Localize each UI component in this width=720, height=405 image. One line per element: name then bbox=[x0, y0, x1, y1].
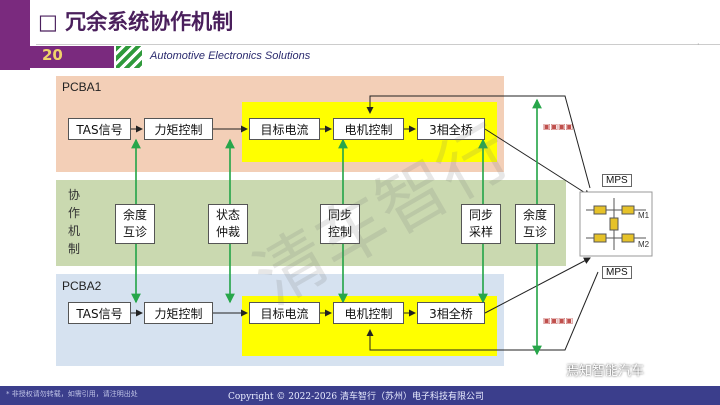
mps-sensor-bottom: MPS bbox=[602, 266, 632, 279]
pcba1-torque-control: 力矩控制 bbox=[144, 118, 213, 140]
pcba1-target-current: 目标电流 bbox=[249, 118, 320, 140]
stripes-logo bbox=[116, 46, 142, 68]
sync-sampling-box: 同步采样 bbox=[461, 204, 501, 244]
tagline: Automotive Electronics Solutions bbox=[150, 50, 311, 62]
redundancy-diagnosis-box-2: 余度互诊 bbox=[515, 204, 555, 244]
wechat-icon bbox=[548, 362, 564, 376]
title-divider bbox=[36, 44, 720, 45]
pcba2-tas-signal: TAS信号 bbox=[68, 302, 131, 324]
title-bar bbox=[0, 0, 720, 44]
pcba1-label: PCBA1 bbox=[62, 80, 102, 94]
state-arbitration-box: 状态仲裁 bbox=[208, 204, 248, 244]
redundancy-diagnosis-box: 余度互诊 bbox=[115, 204, 155, 244]
pcba1-tas-signal: TAS信号 bbox=[68, 118, 131, 140]
sync-control-box: 同步控制 bbox=[320, 204, 360, 244]
footer-note: * 非授权请勿转载，如需引用，请注明出处 bbox=[6, 390, 138, 398]
pcba2-torque-control: 力矩控制 bbox=[144, 302, 213, 324]
footer-bar bbox=[0, 386, 720, 405]
page-number: 20 bbox=[42, 46, 63, 64]
wechat-account-name: 焉知智能汽车 bbox=[566, 364, 645, 379]
mps-sensor-top: MPS bbox=[602, 174, 632, 187]
title-accent-bar bbox=[0, 0, 30, 70]
pcba2-label: PCBA2 bbox=[62, 279, 102, 293]
brand-logo-mark: ▣▣▣▣ bbox=[543, 122, 574, 131]
pcba1-three-phase-bridge: 3相全桥 bbox=[417, 118, 485, 140]
brand-logo-mark: ▣▣▣▣ bbox=[543, 316, 574, 325]
cooperation-label: 协 作 机 制 bbox=[68, 188, 81, 256]
copyright-text: Copyright © 2022-2026 清车智行（苏州）电子科技有限公司 bbox=[228, 392, 484, 402]
motor-m1-label: M1 bbox=[638, 211, 650, 220]
slide-title: □ 冗余系统协作机制 bbox=[38, 10, 234, 34]
page-number-band bbox=[30, 46, 114, 68]
pcba1-motor-control: 电机控制 bbox=[333, 118, 404, 140]
corner-dot: · bbox=[697, 40, 700, 49]
pcba2-motor-control: 电机控制 bbox=[333, 302, 404, 324]
pcba2-three-phase-bridge: 3相全桥 bbox=[417, 302, 485, 324]
pcba2-target-current: 目标电流 bbox=[249, 302, 320, 324]
motor-m2-label: M2 bbox=[638, 240, 650, 249]
